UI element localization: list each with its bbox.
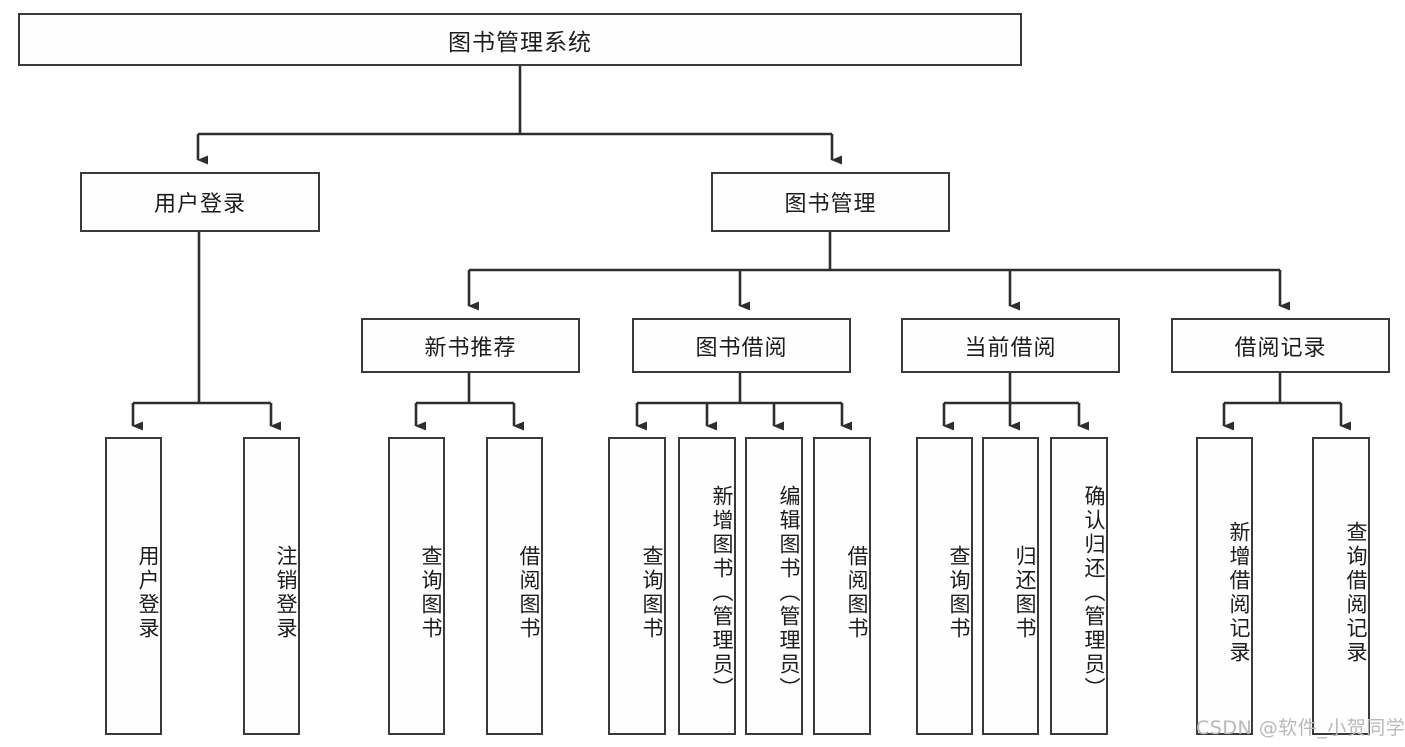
leaf-book-borrow-borrow[interactable]: 借阅图书 [813, 437, 871, 735]
node-current-borrow[interactable]: 当前借阅 [901, 318, 1120, 373]
node-borrow-record[interactable]: 借阅记录 [1171, 318, 1390, 373]
leaf-current-borrow-query[interactable]: 查询图书 [916, 437, 973, 735]
leaf-book-borrow-query[interactable]: 查询图书 [608, 437, 666, 735]
leaf-book-borrow-add[interactable]: 新增图书（管理员） [678, 437, 736, 735]
leaf-borrow-record-query[interactable]: 查询借阅记录 [1312, 437, 1370, 735]
leaf-current-borrow-return[interactable]: 归还图书 [982, 437, 1039, 735]
leaf-user-login-logout[interactable]: 注销登录 [243, 437, 300, 735]
leaf-new-book-query[interactable]: 查询图书 [388, 437, 445, 735]
csdn-watermark: CSDN @软件_小贺同学 [1196, 717, 1405, 739]
node-new-book-recommend[interactable]: 新书推荐 [361, 318, 580, 373]
node-root-system[interactable]: 图书管理系统 [18, 13, 1022, 66]
node-user-login[interactable]: 用户登录 [80, 172, 320, 232]
node-book-borrow[interactable]: 图书借阅 [632, 318, 851, 373]
node-book-management[interactable]: 图书管理 [711, 172, 950, 232]
leaf-current-borrow-confirm-return[interactable]: 确认归还（管理员） [1050, 437, 1108, 735]
leaf-user-login-login[interactable]: 用户登录 [105, 437, 162, 735]
leaf-new-book-borrow[interactable]: 借阅图书 [486, 437, 543, 735]
leaf-borrow-record-add[interactable]: 新增借阅记录 [1196, 437, 1253, 735]
leaf-book-borrow-edit[interactable]: 编辑图书（管理员） [745, 437, 803, 735]
